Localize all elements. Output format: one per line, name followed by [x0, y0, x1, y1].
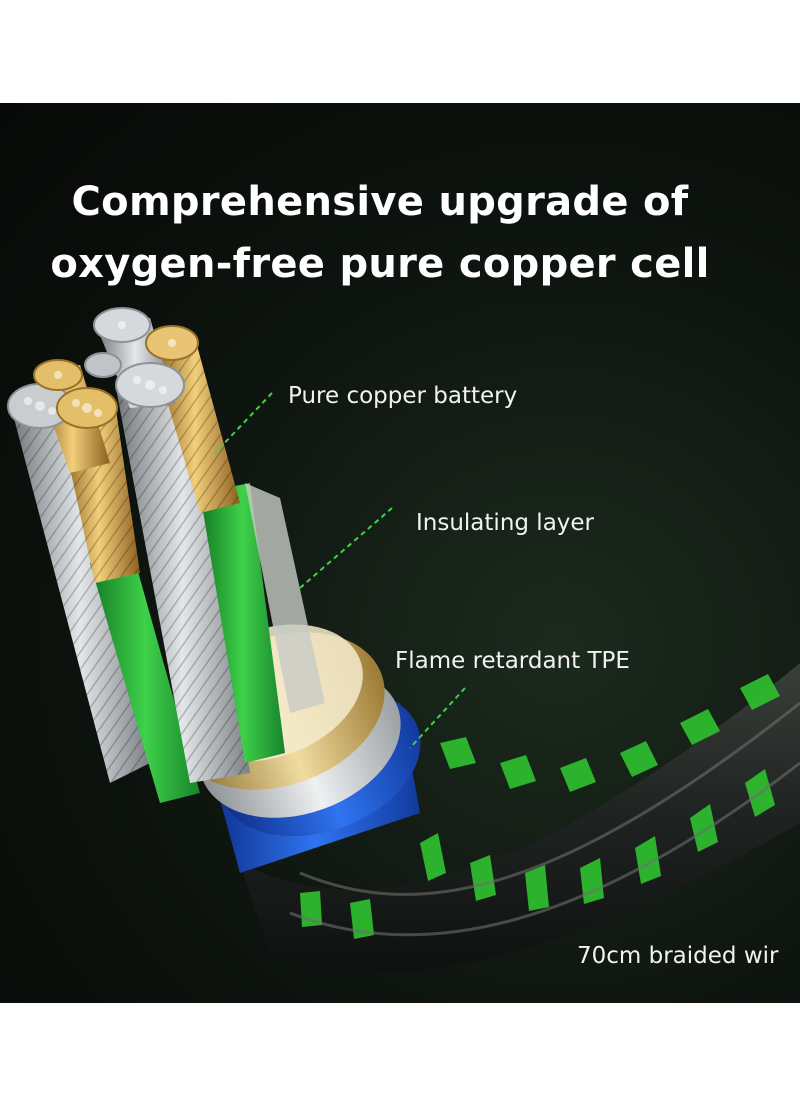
- label-braided-wire: 70cm braided wir: [577, 943, 779, 969]
- braided-cable-body: [240, 663, 800, 974]
- cable-illustration: [7, 307, 800, 974]
- conductor-bundle: [7, 307, 325, 803]
- label-pure-copper: Pure copper battery: [288, 383, 518, 409]
- callout-copper-line: [214, 392, 273, 454]
- callout-insulating-line: [299, 507, 393, 589]
- product-image-panel: Comprehensive upgrade of oxygen-free pur…: [0, 103, 800, 1003]
- callout-tpe-line: [409, 687, 466, 749]
- callout-lines: [214, 392, 466, 749]
- braid-weave-lines: [289, 701, 800, 937]
- title-line-2: oxygen-free pure copper cell: [50, 241, 710, 287]
- page-title: Comprehensive upgrade of oxygen-free pur…: [0, 171, 760, 295]
- label-insulating-layer: Insulating layer: [416, 510, 595, 536]
- title-line-1: Comprehensive upgrade of: [71, 179, 689, 225]
- label-flame-retardant-tpe: Flame retardant TPE: [395, 648, 630, 674]
- braid-green-pattern: [300, 674, 780, 939]
